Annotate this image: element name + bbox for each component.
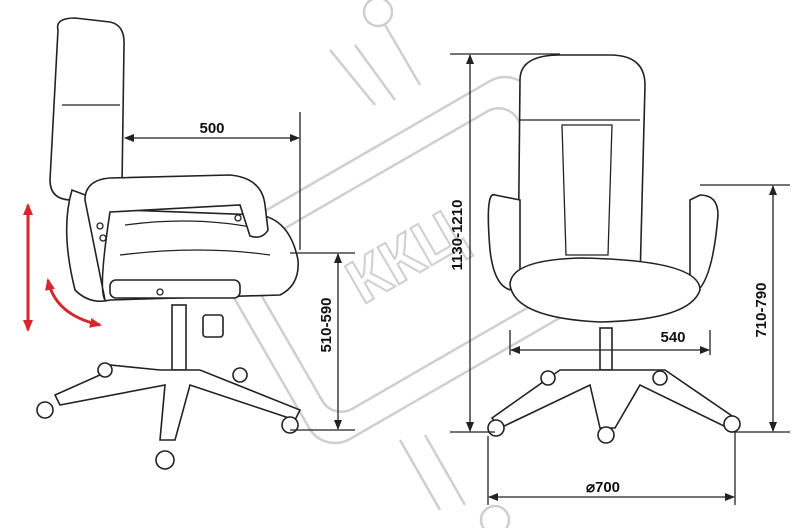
armrest-height-label: 710-790 [753, 282, 770, 337]
base-diameter-label: ⌀700 [586, 479, 620, 496]
seat-width-label: 540 [660, 329, 685, 346]
tilt-adjust-arrow-icon [45, 278, 102, 328]
front-view-chair [487, 54, 741, 444]
depth-label: 500 [199, 120, 224, 137]
dimension-lines [124, 53, 790, 505]
seat-height-label: 510-590 [318, 297, 335, 352]
total-height-label: 1130-1210 [449, 200, 466, 271]
side-view-chair [36, 17, 302, 470]
